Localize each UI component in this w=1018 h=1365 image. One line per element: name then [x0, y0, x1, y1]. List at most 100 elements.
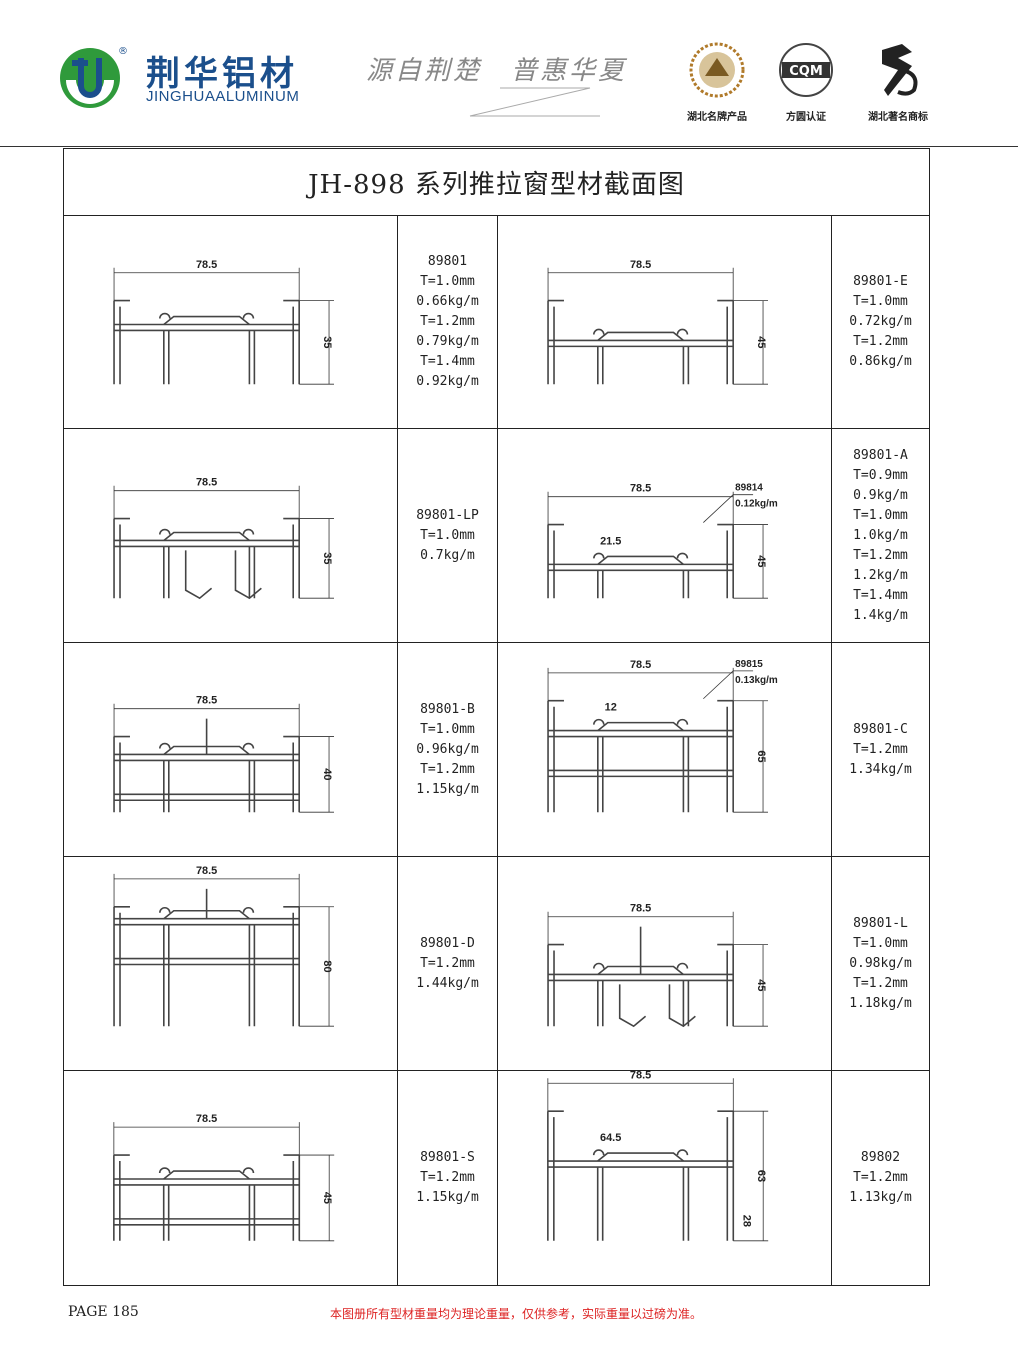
spec-line: T=1.2mm	[853, 1170, 908, 1185]
spec-line: T=1.2mm	[853, 741, 908, 757]
brand-name-en: JINGHUAALUMINUM	[146, 88, 300, 105]
spec-line: T=1.0mm	[853, 935, 908, 951]
profile-cross-section: 78.5 45	[547, 903, 769, 1028]
cert-label: 湖北著名商标	[868, 112, 928, 123]
profile-code: 89801-E	[853, 273, 908, 289]
profile-section	[113, 299, 300, 385]
weight-disclaimer: 本图册所有型材重量均为理论重量，仅供参考，实际重量以过磅为准。	[330, 1307, 703, 1321]
width-dimension: 78.5	[547, 1069, 734, 1112]
callout-code: 89814	[735, 483, 763, 494]
profile-section	[547, 699, 734, 813]
sheet-title-row: JH-898 系列推拉窗型材截面图	[64, 149, 929, 216]
spec-line: 1.15kg/m	[416, 781, 479, 797]
spec-line: 0.86kg/m	[849, 353, 912, 369]
profile-section	[113, 1154, 301, 1241]
cqm-badge-text: CQM	[789, 64, 823, 79]
profile-cross-section: 78.5 35	[113, 259, 335, 385]
spec-line: 0.66kg/m	[416, 293, 479, 309]
page-header: ® 荆华铝材 JINGHUAALUMINUM 源自荆楚 普惠华夏 湖北名牌产品 …	[0, 0, 1018, 146]
width-dimension: 78.5	[113, 695, 300, 737]
spec-line: T=1.0mm	[853, 293, 908, 309]
height2-label: 28	[740, 1215, 752, 1227]
profile-code: 89802	[860, 1150, 901, 1165]
profile-spec-cell: 89801-LP T=1.0mm 0.7kg/m	[398, 429, 498, 642]
jinghua-logo-icon	[60, 48, 120, 108]
width-dimension: 78.5	[113, 865, 300, 907]
spec-line: 0.72kg/m	[849, 313, 912, 329]
profile-code: 89801-B	[420, 701, 475, 717]
cert-label: 湖北名牌产品	[687, 112, 747, 123]
profile-code: 89801-C	[853, 721, 908, 737]
profile-section	[113, 718, 300, 813]
spec-line: T=1.0mm	[853, 507, 908, 523]
spec-line: T=1.0mm	[420, 527, 475, 543]
cert-cqm: CQM 方圆认证	[766, 40, 846, 123]
profile-section	[547, 1110, 735, 1241]
cert-hubei-trademark: 湖北著名商标	[858, 40, 938, 123]
spec-line: 1.44kg/m	[416, 975, 479, 991]
width-label: 78.5	[630, 903, 651, 915]
header-rule	[0, 146, 1018, 147]
spec-line: T=0.9mm	[853, 467, 908, 483]
spec-line: T=1.2mm	[420, 313, 475, 329]
spec-line: 0.98kg/m	[849, 955, 912, 971]
width-label: 78.5	[196, 865, 217, 877]
spec-line: T=1.4mm	[853, 587, 908, 603]
sheet-title: JH-898 系列推拉窗型材截面图	[308, 169, 685, 200]
spec-line: 1.0kg/m	[853, 527, 908, 543]
spec-line: T=1.0mm	[420, 721, 475, 737]
spec-line: 1.18kg/m	[849, 995, 912, 1011]
medal-icon	[689, 42, 745, 98]
height-dimension: 35	[299, 300, 335, 385]
callout-code: 89815	[735, 659, 763, 670]
spec-line: 1.4kg/m	[853, 607, 908, 623]
spec-line: 0.7kg/m	[420, 547, 475, 563]
profile-spec: 89801-LP T=1.0mm 0.7kg/m	[398, 429, 497, 642]
spec-line: T=1.2mm	[420, 1170, 475, 1185]
profile-code: 89801	[427, 253, 468, 269]
spec-line: T=1.4mm	[420, 353, 475, 369]
profile-drawing-cell: 78.5 45	[498, 857, 832, 1070]
inner-dimension-label: 12	[605, 702, 617, 714]
profile-section	[547, 523, 734, 599]
spec-line: 0.9kg/m	[853, 487, 908, 503]
width-dimension: 78.5	[113, 477, 300, 519]
profile-cross-section: 78.5 80	[113, 865, 335, 1027]
callout-weight: 0.13kg/m	[735, 675, 778, 686]
width-label: 78.5	[630, 483, 651, 495]
height-label: 80	[321, 960, 333, 972]
brand-name-cn: 荆华铝材	[146, 54, 298, 94]
cqm-icon: CQM	[779, 43, 833, 97]
profile-code: 89801-LP	[416, 507, 479, 523]
inner-dimension-label: 64.5	[600, 1132, 621, 1144]
profile-drawing-cell: 78.5 80	[64, 857, 398, 1070]
height-dimension: 65	[733, 700, 769, 813]
height-label: 45	[755, 979, 767, 991]
height-dimension: 80	[299, 906, 335, 1027]
width-label: 78.5	[196, 259, 217, 271]
height-dimension: 40	[299, 736, 335, 813]
spec-line: 1.34kg/m	[849, 761, 912, 777]
width-dimension: 78.5	[547, 903, 734, 945]
callout-weight: 0.12kg/m	[735, 499, 778, 510]
profile-spec-cell: 89801-C T=1.2mm 1.34kg/m	[832, 643, 929, 856]
profile-cross-section: 78.540	[113, 695, 335, 813]
profile-cross-section: 78.545	[547, 259, 769, 385]
spec-line: 0.92kg/m	[416, 373, 479, 389]
profile-cross-section: 78.545	[113, 1113, 335, 1242]
